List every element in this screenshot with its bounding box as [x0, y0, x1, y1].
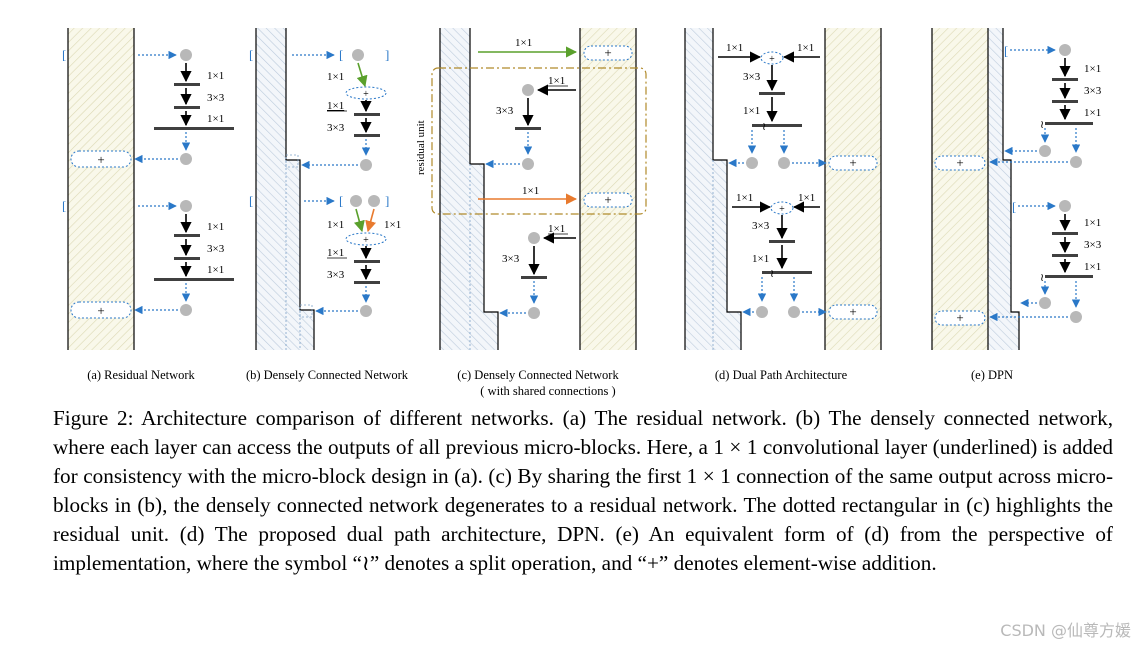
- svg-text:[: [: [339, 47, 343, 62]
- svg-text:3×3: 3×3: [207, 243, 225, 255]
- svg-text:1×1: 1×1: [548, 75, 565, 87]
- svg-text:+: +: [849, 304, 856, 319]
- panel-c-densely-connected-shared: 1×1 + residual unit 1×1 3×3 1×1 + 1×1 3×…: [415, 28, 647, 350]
- panel-a-residual-network: [ 1×1 3×3 1×1 + [ 1×1 3×3 1×1 +: [62, 28, 234, 350]
- svg-text:+: +: [604, 192, 611, 207]
- svg-text:1×1: 1×1: [207, 221, 224, 233]
- svg-text:≀: ≀: [762, 121, 766, 133]
- svg-text:≀: ≀: [770, 268, 774, 280]
- svg-text:1×1: 1×1: [1084, 63, 1101, 75]
- svg-text:≀: ≀: [1040, 272, 1044, 284]
- subcaption-a: (a) Residual Network: [87, 368, 195, 382]
- svg-text:3×3: 3×3: [752, 220, 770, 232]
- svg-text:1×1: 1×1: [1084, 107, 1101, 119]
- svg-text:≀: ≀: [1040, 119, 1044, 131]
- svg-text:1×1: 1×1: [207, 70, 224, 82]
- svg-text:1×1: 1×1: [327, 219, 344, 231]
- panel-b-densely-connected-network: [ [ ] 1×1 + 1×1 3×3 [ [ ] 1×1 1×1 +: [249, 28, 401, 350]
- svg-text:[: [: [339, 193, 343, 208]
- svg-text:3×3: 3×3: [207, 92, 225, 104]
- svg-text:1×1: 1×1: [1084, 261, 1101, 273]
- svg-text:3×3: 3×3: [1084, 85, 1102, 97]
- svg-text:+: +: [849, 155, 856, 170]
- svg-text:1×1: 1×1: [736, 192, 753, 204]
- residual-unit-label: residual unit: [415, 120, 427, 175]
- plus-icon: +: [97, 303, 104, 318]
- svg-text:1×1: 1×1: [327, 71, 344, 83]
- svg-text:]: ]: [385, 193, 389, 208]
- subcaption-e: (e) DPN: [971, 368, 1013, 382]
- svg-text:+: +: [779, 204, 785, 215]
- svg-text:[: [: [249, 47, 253, 62]
- bracket-icon: [: [62, 47, 66, 62]
- svg-text:+: +: [604, 45, 611, 60]
- svg-text:[: [: [249, 193, 253, 208]
- panel-e-dpn: [ 1×1 3×3 1×1 ≀ + [ 1×1 3×3 1×1 ≀: [931, 28, 1102, 350]
- svg-text:3×3: 3×3: [327, 269, 345, 281]
- subcaption-d: (d) Dual Path Architecture: [715, 368, 848, 382]
- svg-text:]: ]: [385, 47, 389, 62]
- panel-d-dual-path-architecture: 1×1 1×1 + 3×3 1×1 ≀ + 1×1 1×1 + 3×3 1×1 …: [684, 28, 882, 350]
- plus-icon: +: [97, 152, 104, 167]
- svg-text:+: +: [769, 54, 775, 65]
- subcaption-b: (b) Densely Connected Network: [246, 368, 409, 382]
- svg-text:3×3: 3×3: [1084, 239, 1102, 251]
- svg-text:[: [: [1004, 43, 1008, 58]
- svg-text:1×1: 1×1: [522, 185, 539, 197]
- svg-text:1×1: 1×1: [1084, 217, 1101, 229]
- svg-text:1×1: 1×1: [548, 223, 565, 235]
- svg-text:[: [: [1012, 199, 1016, 214]
- svg-text:1×1: 1×1: [207, 113, 224, 125]
- svg-text:1×1: 1×1: [327, 100, 344, 112]
- architecture-figure: [ 1×1 3×3 1×1 + [ 1×1 3×3 1×1 +: [62, 28, 1102, 398]
- watermark: CSDN @仙尊方媛: [1000, 621, 1131, 640]
- svg-text:1×1: 1×1: [327, 247, 344, 259]
- svg-text:+: +: [363, 89, 369, 100]
- figure-caption: Figure 2: Architecture comparison of dif…: [53, 406, 1113, 575]
- svg-text:3×3: 3×3: [327, 122, 345, 134]
- svg-text:+: +: [956, 155, 963, 170]
- svg-text:3×3: 3×3: [743, 71, 761, 83]
- svg-text:1×1: 1×1: [752, 253, 769, 265]
- svg-text:1×1: 1×1: [384, 219, 401, 231]
- svg-text:+: +: [363, 235, 369, 246]
- svg-text:3×3: 3×3: [502, 253, 520, 265]
- svg-text:1×1: 1×1: [743, 105, 760, 117]
- subcaption-c: (c) Densely Connected Network: [457, 368, 619, 382]
- bracket-icon: [: [62, 198, 66, 213]
- svg-text:1×1: 1×1: [207, 264, 224, 276]
- svg-text:1×1: 1×1: [797, 42, 814, 54]
- svg-text:1×1: 1×1: [515, 37, 532, 49]
- svg-text:3×3: 3×3: [496, 105, 514, 117]
- svg-text:+: +: [956, 310, 963, 325]
- svg-text:1×1: 1×1: [726, 42, 743, 54]
- subcaption-c-line2: ( with shared connections ): [480, 384, 615, 398]
- svg-text:1×1: 1×1: [798, 192, 815, 204]
